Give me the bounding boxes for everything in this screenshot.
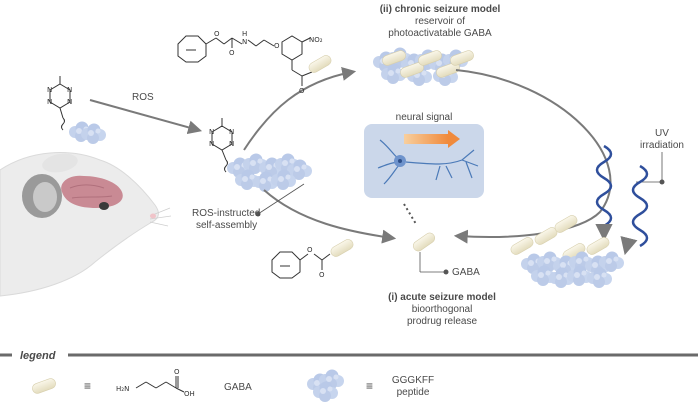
tco-nitrobenzyl-structure <box>177 35 313 86</box>
gaba-hydroxyl: OH <box>184 390 195 398</box>
legend-equiv-2: ≡ <box>366 379 373 393</box>
gaba-carbonyl-o: O <box>174 368 180 376</box>
assembly-pointer-line <box>257 183 305 215</box>
tco-o: O <box>299 87 305 95</box>
neuron-nucleus <box>398 159 402 163</box>
legend-equiv-1: ≡ <box>84 379 91 393</box>
arrow-to-acute <box>263 189 397 244</box>
uv-release-arc <box>453 69 612 244</box>
signal-arrow-body <box>404 134 448 144</box>
tetrazine-n: N <box>229 128 234 136</box>
tco-nh: H <box>242 30 247 38</box>
ros-assembly-label-2: self-assembly <box>196 220 257 231</box>
legend-peptide-icon <box>307 369 344 402</box>
brain-icon <box>61 175 123 208</box>
inhibition-dotted-line <box>403 203 417 225</box>
tetrazine-n: N <box>67 86 72 94</box>
acute-line-1: bioorthogonal <box>412 304 473 315</box>
chronic-line-1: reservoir of <box>415 16 465 27</box>
legend-peptide-line-2: peptide <box>397 387 430 398</box>
chronic-line-2: photoactivatable GABA <box>388 28 492 39</box>
legend-capsule <box>30 376 58 396</box>
gaba-amine: H₂N <box>116 385 129 393</box>
gaba-capsule <box>306 53 334 75</box>
uv-wave-arrow <box>620 235 638 256</box>
ros-arrow <box>89 99 203 135</box>
legend-gaba-label: GABA <box>224 382 252 393</box>
tco-o: O <box>274 42 280 50</box>
tetrazine-n: N <box>47 86 52 94</box>
tetrazine-n: N <box>209 128 214 136</box>
gaba-structure <box>135 376 185 393</box>
nitro-group: NO₂ <box>309 36 323 44</box>
tetrazine-peptide-left <box>49 76 71 131</box>
gaba-capsule <box>411 230 437 254</box>
tetrazine-assembly <box>211 118 233 173</box>
neuron-panel: neural signal <box>364 112 484 198</box>
uv-label-1: UV <box>655 128 669 139</box>
neural-signal-label: neural signal <box>396 112 453 123</box>
ros-label: ROS <box>132 92 154 103</box>
peptide-assembly-uv <box>521 251 624 288</box>
ros-assembly-label-1: ROS-instructed <box>192 208 260 219</box>
tetrazine-n: N <box>209 140 214 148</box>
acute-title: (i) acute seizure model <box>388 292 496 303</box>
legend-title: legend <box>20 350 56 362</box>
assembly-pointer-dot <box>255 211 261 217</box>
signal-arrow-head <box>448 130 460 148</box>
gaba-pointer-dot <box>443 269 449 275</box>
mouse-illustration <box>0 152 172 297</box>
legend-peptide-line-1: GGGKFF <box>392 375 434 386</box>
gaba-capsule <box>328 237 356 259</box>
tco-nh: N <box>242 38 247 46</box>
uv-pointer-dot <box>659 179 665 185</box>
tetrazine-n: N <box>67 98 72 106</box>
uv-waves <box>595 144 649 248</box>
uv-release-capsules <box>508 213 612 263</box>
arrow-to-chronic <box>243 66 357 151</box>
tco-o: O <box>229 49 235 57</box>
tco-o: O <box>214 30 220 38</box>
tetrazine-n: N <box>47 98 52 106</box>
chronic-title: (ii) chronic seizure model <box>380 4 501 15</box>
tco-gaba-structure <box>271 251 331 279</box>
tco-o: O <box>307 246 313 254</box>
tco-o: O <box>319 271 325 279</box>
uv-label-2: irradiation <box>640 140 684 151</box>
peptide-assembly <box>227 153 312 192</box>
tetrazine-n: N <box>229 140 234 148</box>
acute-line-2: prodrug release <box>407 316 477 327</box>
gaba-pointer-label: GABA <box>452 267 480 278</box>
